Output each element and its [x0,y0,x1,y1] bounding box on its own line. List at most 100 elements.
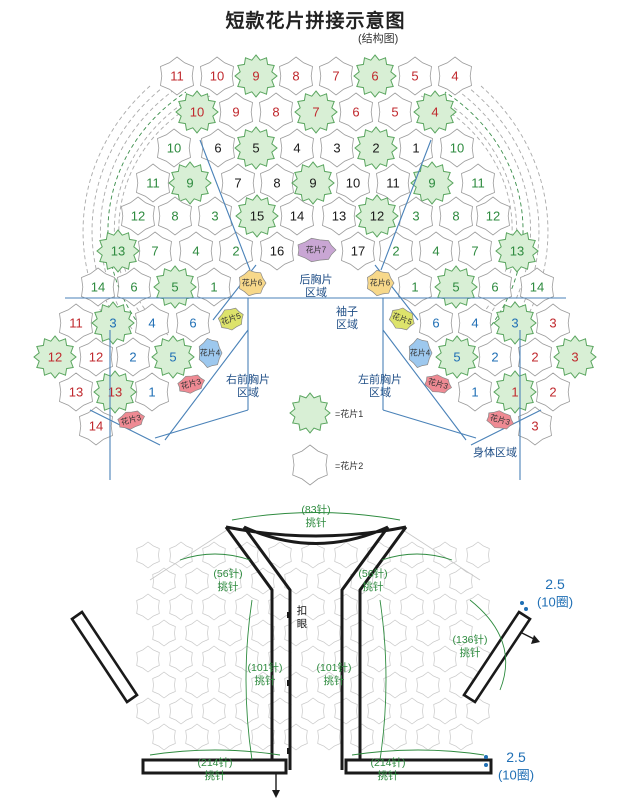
cell-number: 7 [151,244,158,259]
cell-number: 8 [452,209,459,224]
motif7-piece-label: 花片7 [306,245,327,255]
pickup-label-neck-line: (83针) [301,503,330,516]
cell-number: 11 [386,176,400,191]
motif2-cell [176,303,210,343]
cardigan-motif [185,723,209,751]
cardigan-motif [218,619,242,647]
motif2-cell [201,128,235,168]
cell-number: 9 [309,176,316,191]
cell-number: 12 [370,209,384,224]
motif2-cell [520,267,554,307]
motif2-cell [440,128,474,168]
buttonhole-mark [287,612,290,618]
cell-number: 12 [486,209,500,224]
motif2-cell [219,231,253,271]
cardigan-motif [433,645,457,673]
cell-number: 17 [351,244,365,259]
cardigan-motif [367,593,391,621]
pickup-label-front-left-line: 挑针 [255,674,276,687]
motif2-cell [59,303,93,343]
motif1-cell [234,54,278,98]
cell-number: 3 [549,316,556,331]
cardigan-motif [235,645,259,673]
shoulder-outline [149,527,481,581]
cell-number: 10 [346,176,360,191]
cell-number: 13 [510,244,524,259]
sleeve-arrow-head [531,635,540,644]
motif6-right-label: 花片6 [370,278,391,288]
motif2-cell [135,372,169,412]
cell-number: 2 [372,141,379,156]
pickup-label-hem-right-line: 挑针 [378,769,399,782]
region-line [164,329,249,441]
motif2-cell [121,196,155,236]
motif2-cell [438,56,472,96]
cardigan-motif [449,567,473,595]
motif5-right: 花片5 [388,307,415,331]
cell-number: 7 [332,69,339,84]
cardigan-motif [235,697,259,725]
cell-number: 7 [234,176,241,191]
cell-number: 10 [450,141,464,156]
motif3-right-a: 花片3 [424,374,452,394]
motif1-cell [353,54,397,98]
cardigan-motif [367,697,391,725]
cell-number: 7 [312,105,319,120]
cell-number: 6 [130,280,137,295]
cell-number: 4 [432,244,439,259]
marker-dot [524,607,528,611]
motif2-cell [458,372,492,412]
cardigan-motif [400,645,424,673]
marker-dot [484,755,488,759]
cardigan-motif [284,723,308,751]
motif2-cell [200,56,234,96]
cardigan-motif [136,593,160,621]
cell-number: 1 [412,141,419,156]
cell-number: 13 [69,385,83,400]
motif2-cell [518,406,552,446]
region-line [154,409,249,439]
cardigan-motif [383,619,407,647]
motif2-cell [260,163,294,203]
cardigan-motif [136,541,160,569]
motif1-cell [354,126,398,170]
region-line [382,409,477,439]
pickup-label-sleeve-right: (136针)挑针 [452,633,487,659]
cardigan-motif [218,723,242,751]
cardigan-motif [202,645,226,673]
cardigan-motif [169,593,193,621]
cell-number: 5 [171,280,178,295]
cell-number: 6 [352,105,359,120]
cell-number: 11 [69,316,83,331]
cardigan-motif [350,671,374,699]
motif2-cell [160,56,194,96]
pickup-label-neck: (83针)挑针 [301,503,330,529]
cell-number: 8 [272,105,279,120]
cardigan-motif [152,619,176,647]
region-right-front-line: 区域 [237,386,259,399]
cardigan-motif [136,645,160,673]
cardigan-motif [202,593,226,621]
cell-number: 5 [411,69,418,84]
pickup-label-shoulder-right-line: 挑针 [363,580,384,593]
cell-number: 3 [412,209,419,224]
cardigan-motif [301,593,325,621]
cardigan-motif [218,567,242,595]
pickup-arc-shoulder-left [179,553,251,561]
cardigan-motif [301,541,325,569]
motif2-cell [336,163,370,203]
cell-number: 1 [471,385,478,400]
motif6-left: 花片6 [239,269,267,297]
cardigan-motif [301,697,325,725]
pickup-label-shoulder-left: (56针)挑针 [213,567,242,593]
cell-number: 2 [392,244,399,259]
pickup-label-front-right: (101针)挑针 [316,661,351,687]
cardigan-motif [268,541,292,569]
region-line [199,139,251,271]
cardigan-motif [169,541,193,569]
cardigan-motif [169,697,193,725]
motif2-cell [439,196,473,236]
motif2-cell [476,196,510,236]
